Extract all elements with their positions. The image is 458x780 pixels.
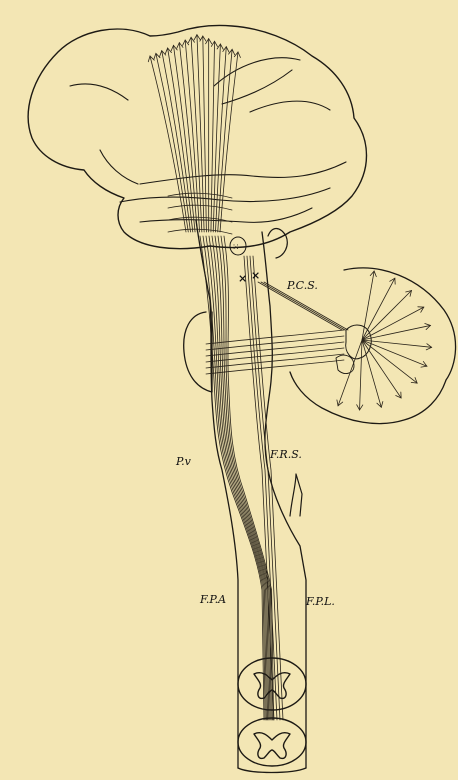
- cord-section-lower-grey-matter: [254, 733, 290, 759]
- label-fpl: F.P.L.: [305, 595, 335, 608]
- label-fpa: F.P.A: [199, 593, 226, 606]
- cortical-fiber: [162, 51, 191, 232]
- cord-section-lower: [238, 718, 306, 766]
- cerebellar-fiber: [360, 340, 362, 410]
- label-pcs: P.C.S.: [286, 279, 318, 292]
- pyramidal-fiber: [212, 236, 269, 720]
- lateral-spur: [290, 474, 302, 516]
- pontine-fiber: [206, 336, 344, 350]
- pontine-fiber: [206, 330, 344, 344]
- sulcus-5: [120, 188, 330, 202]
- brainstem-left-wall: [196, 220, 238, 768]
- pyramidal-fiber: [203, 236, 265, 720]
- cerebellar-fiber: [362, 340, 401, 398]
- cerebellar-fiber: [362, 325, 430, 340]
- cortical-radiation: [148, 35, 240, 234]
- lateral-fiber: [244, 256, 274, 720]
- pons: [184, 312, 212, 392]
- sulcus-7: [100, 150, 138, 184]
- transverse-fiber: [168, 229, 232, 234]
- cerebellar-fiber: [362, 307, 424, 340]
- pontine-fiber: [206, 342, 344, 356]
- pontine-fiber: [206, 348, 344, 362]
- cord-section-lower-outline: [238, 718, 306, 766]
- sulcus-1: [214, 58, 300, 86]
- pontine-fiber: [206, 360, 344, 374]
- cerebellar-radiation: [337, 271, 432, 410]
- cortical-fiber: [179, 43, 197, 232]
- cerebellar-fiber: [362, 340, 417, 383]
- sulcus-3: [250, 101, 330, 112]
- label-frs: F.R.S.: [269, 448, 302, 461]
- red-nucleus-mark: ⁙: [232, 243, 240, 253]
- cross-mark-right: ×: [251, 269, 260, 282]
- pontine-fiber: [206, 354, 344, 368]
- cerebellar-fiber: [362, 340, 381, 407]
- cerebellar-fiber: [362, 278, 395, 340]
- sulcus-8: [70, 84, 128, 100]
- cross-mark-left: ×: [238, 272, 247, 285]
- dentate-nucleus-lower: [336, 355, 354, 373]
- pyramidal-tract: [200, 236, 348, 720]
- brainstem: [196, 220, 306, 773]
- cerebellar-fiber: [362, 340, 427, 366]
- cerebellar-fiber: [362, 340, 432, 347]
- cerebral-peduncle: [268, 229, 287, 259]
- pons-outline: [184, 312, 212, 392]
- label-pv: P.v: [175, 455, 192, 468]
- decussation: ⁙ × ×: [230, 237, 260, 285]
- sulcus-4: [140, 162, 346, 184]
- spinal-cord-bottom: [238, 768, 306, 773]
